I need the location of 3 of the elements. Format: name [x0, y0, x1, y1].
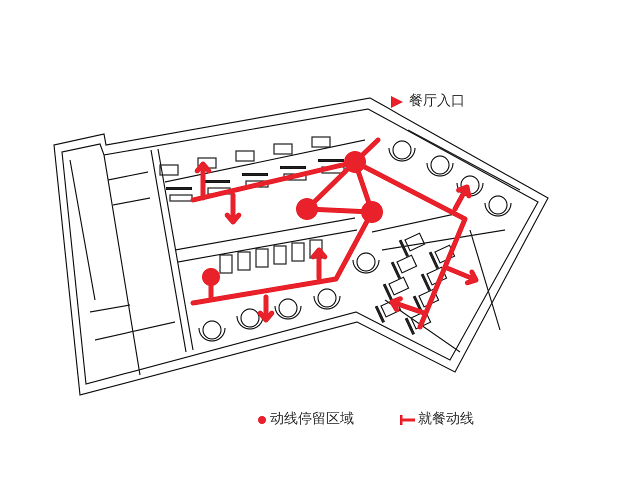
legend-label: 就餐动线 [418, 410, 474, 429]
legend-label: 动线停留区域 [270, 410, 354, 429]
legend-label: 餐厅入口 [409, 92, 465, 111]
